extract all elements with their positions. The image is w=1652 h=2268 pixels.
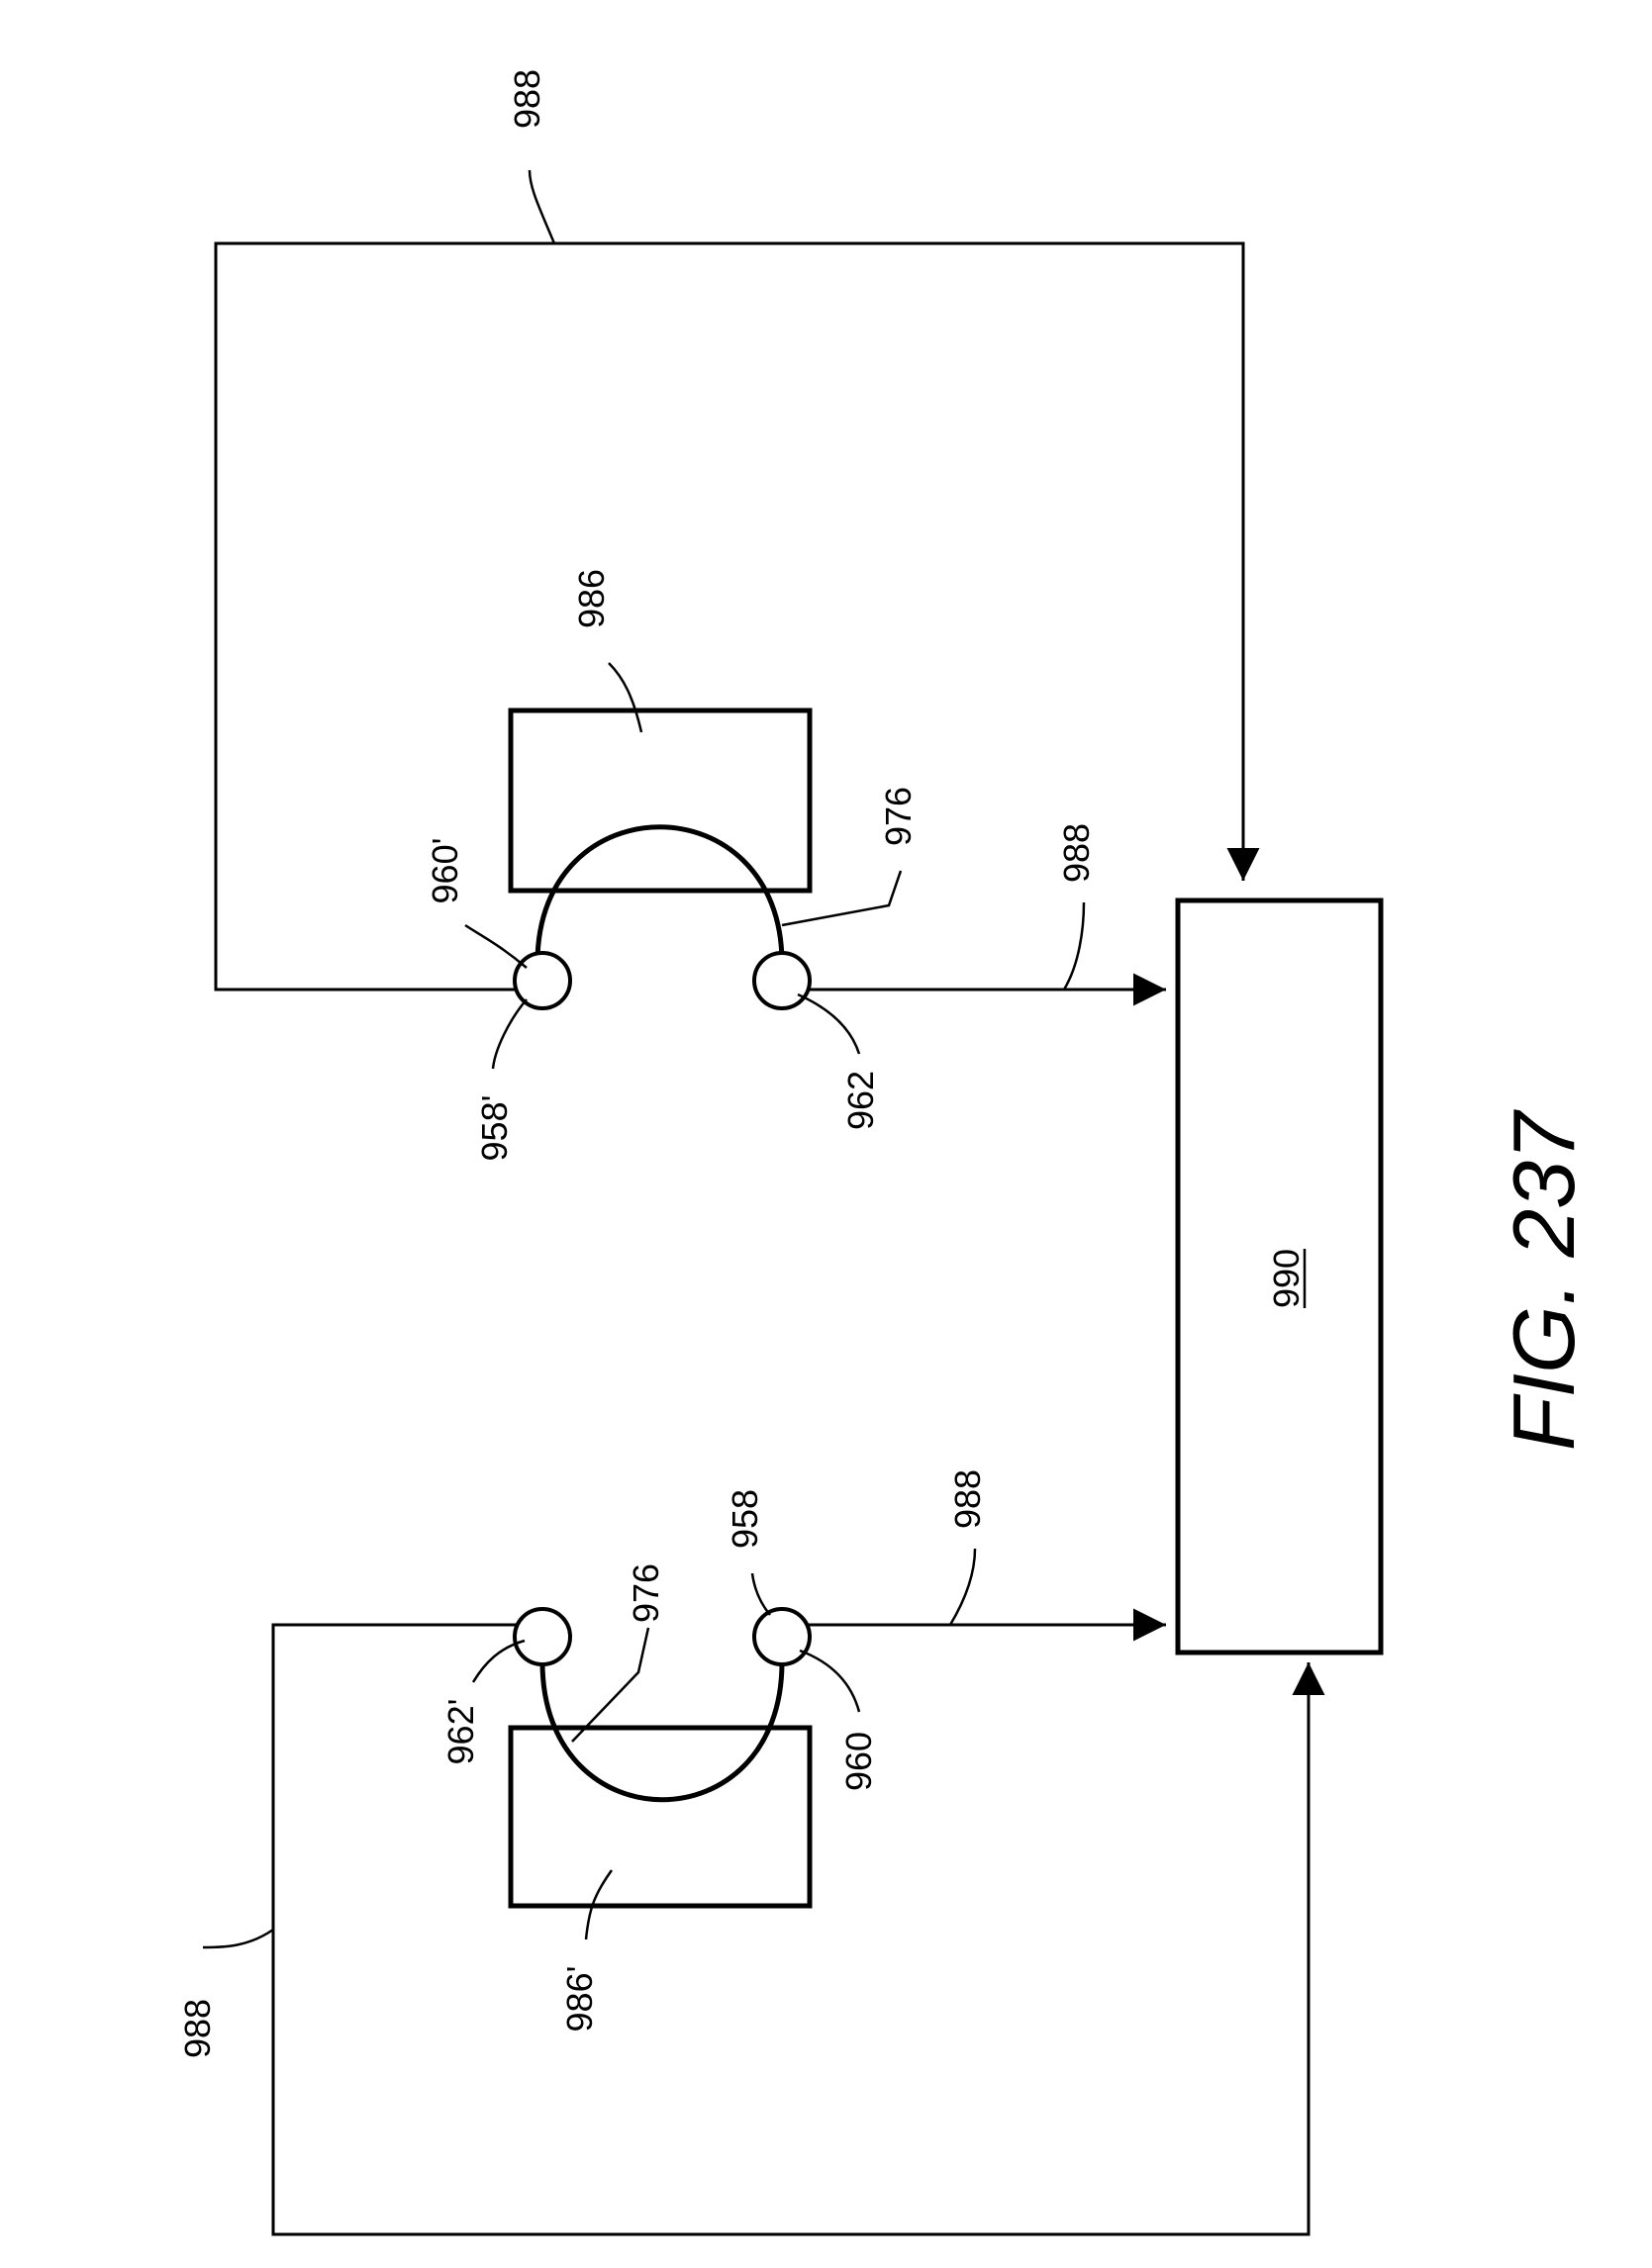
label-988-right-arrow: 988 — [1056, 823, 1097, 883]
leader-988-left — [202, 1928, 274, 1949]
leader-986-prime — [584, 1869, 614, 1940]
controller-label: 990 — [1266, 1249, 1307, 1308]
label-976-right: 976 — [878, 787, 919, 846]
leader-960-prime — [464, 923, 528, 969]
rect-986 — [508, 708, 813, 894]
label-958: 958 — [725, 1489, 765, 1549]
leader-976-left — [571, 1627, 650, 1743]
leader-988-top — [528, 169, 556, 244]
label-986-prime: 986' — [559, 1966, 600, 2032]
arc-976-left — [539, 1661, 785, 1803]
circle-962-prime — [513, 1607, 572, 1666]
loop-wire-upper — [214, 241, 1260, 992]
leader-962 — [797, 992, 861, 1055]
leader-976-right — [781, 870, 903, 927]
leader-960 — [799, 1649, 861, 1713]
figure-label: FIG. 237 — [1495, 1109, 1593, 1451]
label-988-top: 988 — [507, 69, 547, 129]
label-962: 962 — [840, 1071, 881, 1130]
leader-986 — [608, 662, 643, 733]
rect-986-prime — [508, 1725, 813, 1909]
leader-988-right-arrow — [1062, 901, 1086, 991]
label-988-left-arrow: 988 — [947, 1469, 988, 1529]
leader-962-prime — [471, 1639, 526, 1683]
circle-962 — [752, 951, 812, 1010]
leader-958 — [750, 1572, 771, 1616]
leader-988-left-arrow — [948, 1548, 977, 1626]
controller-box — [1175, 898, 1384, 1655]
circle-958-prime — [513, 951, 572, 1010]
arc-976-right — [534, 824, 785, 964]
label-960: 960 — [838, 1732, 879, 1791]
label-958-prime: 958' — [474, 1095, 515, 1162]
leader-958-prime — [491, 998, 528, 1070]
circle-958 — [752, 1607, 812, 1666]
label-962-prime: 962' — [440, 1699, 481, 1765]
label-976-left: 976 — [626, 1563, 666, 1623]
label-960-prime: 960' — [425, 838, 465, 904]
label-988-left: 988 — [177, 1999, 218, 2058]
label-986: 986 — [571, 569, 612, 628]
loop-wire-lower — [271, 1623, 1325, 2236]
